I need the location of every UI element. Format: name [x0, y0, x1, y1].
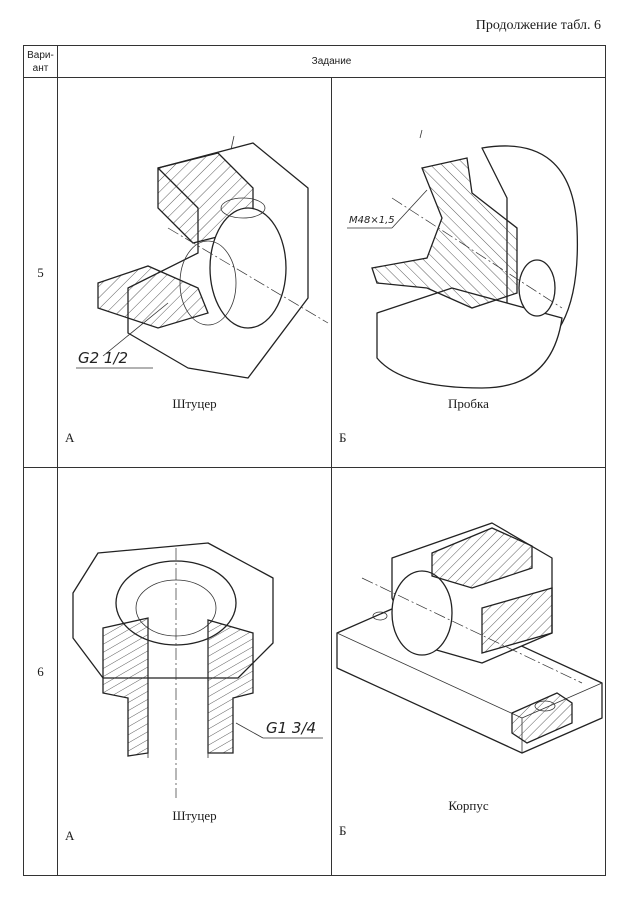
header-variant-label: Вари- ант — [27, 49, 54, 74]
drawing-shtutser-5a: G2 1/2 — [76, 135, 329, 379]
header-task-label: Задание — [311, 56, 352, 67]
task-table: Вари- ант Задание 5 — [23, 45, 607, 876]
drawing-probka-5b: M48×1,5 — [347, 129, 579, 389]
variant-number-text: 6 — [37, 663, 44, 679]
thread-label-5b: M48×1,5 — [349, 215, 395, 226]
task-cell-5b: M48×1,5 Пробка Б — [330, 77, 607, 468]
drawing-shtutser-6a: G1 3/4 — [72, 542, 323, 798]
part-name-6a: Штуцер — [172, 808, 217, 823]
table-row-variant-5: 5 — [23, 77, 607, 468]
part-name-6b: Корпус — [448, 798, 489, 813]
variant-number: 5 — [23, 77, 58, 468]
header-variant: Вари- ант — [23, 45, 58, 78]
table-row-variant-6: 6 — [23, 467, 607, 876]
cell-letter-6b: Б — [339, 823, 347, 838]
cell-letter-5b: Б — [339, 430, 347, 445]
part-name-5a: Штуцер — [172, 396, 217, 411]
continuation-title: Продолжение табл. 6 — [475, 18, 601, 33]
thread-label-5a: G2 1/2 — [78, 349, 128, 367]
drawing-korpus-6b — [336, 522, 603, 754]
thread-label-6a: G1 3/4 — [266, 719, 316, 737]
variant-number: 6 — [23, 467, 58, 876]
cell-letter-5a: А — [65, 430, 75, 445]
task-cell-6a: G1 3/4 Штуцер А — [57, 467, 332, 876]
task-cell-5a: G2 1/2 Штуцер А — [57, 77, 332, 468]
cell-letter-6a: А — [65, 828, 75, 843]
variant-number-text: 5 — [37, 264, 44, 280]
task-cell-6b: Корпус Б — [330, 467, 607, 876]
header-task: Задание — [56, 45, 607, 78]
part-name-5b: Пробка — [448, 396, 489, 411]
